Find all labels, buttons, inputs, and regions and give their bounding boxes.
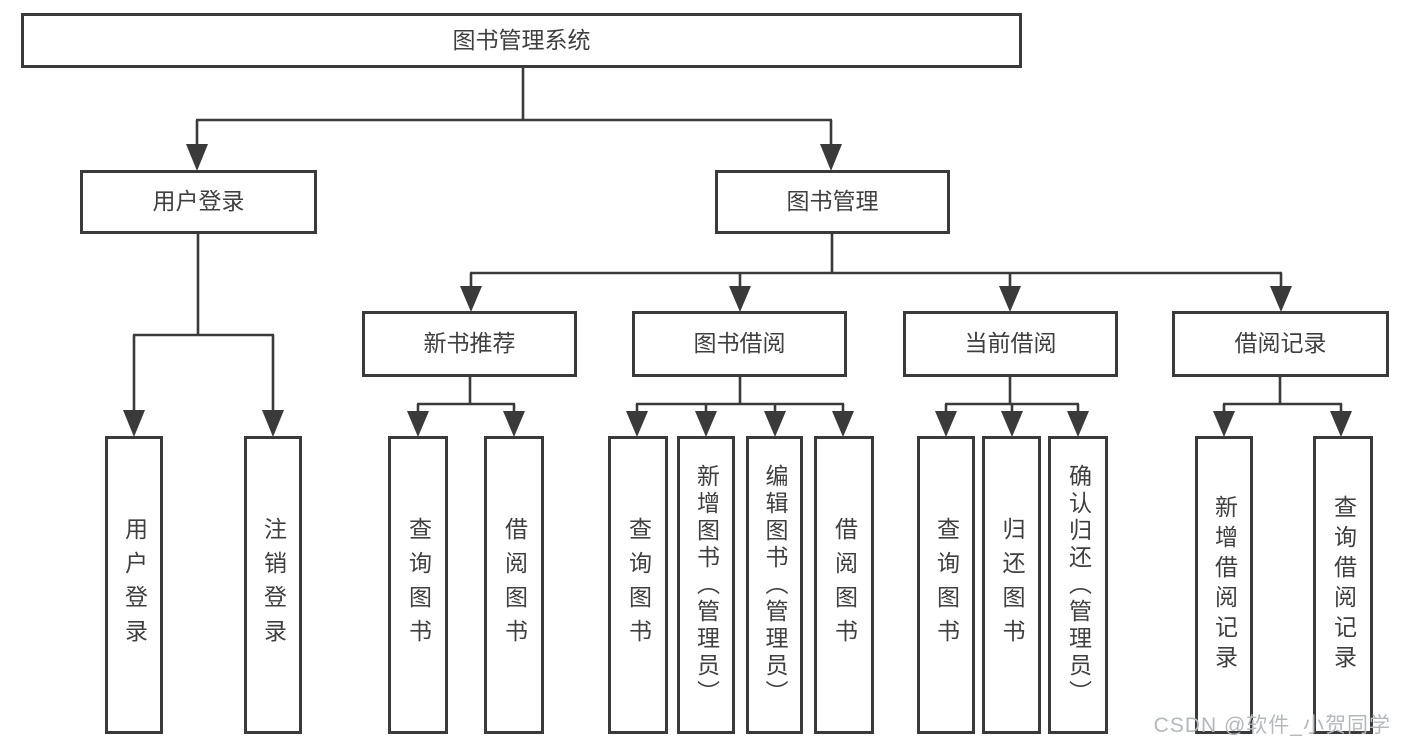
leaf-logout-label: 注销登录 xyxy=(260,517,287,653)
leaf-record-add-label: 新增借阅记录 xyxy=(1211,495,1238,675)
leaf-logout: 注销登录 xyxy=(244,436,302,734)
node-new-book: 新书推荐 xyxy=(362,311,577,377)
node-book-mgmt-label: 图书管理 xyxy=(786,188,879,215)
leaf-newbook-query: 查询图书 xyxy=(388,436,448,734)
edge-new-book-to-leaves xyxy=(407,377,525,437)
node-root: 图书管理系统 xyxy=(21,13,1022,68)
leaf-borrow-add-label: 新增图书（管理员） xyxy=(693,463,720,707)
leaf-current-query-label: 查询图书 xyxy=(933,517,960,653)
node-book-mgmt: 图书管理 xyxy=(715,170,950,234)
leaf-record-add: 新增借阅记录 xyxy=(1195,436,1253,734)
leaf-user-login: 用户登录 xyxy=(105,436,163,734)
leaf-newbook-borrow: 借阅图书 xyxy=(484,436,544,734)
node-book-borrow-label: 图书借阅 xyxy=(693,330,786,357)
node-user-login-label: 用户登录 xyxy=(152,188,245,215)
edge-borrow-record-to-leaves xyxy=(1213,377,1352,437)
leaf-newbook-borrow-label: 借阅图书 xyxy=(501,517,528,653)
leaf-current-confirm: 确认归还（管理员） xyxy=(1048,436,1108,734)
leaf-borrow-borrow-label: 借阅图书 xyxy=(831,517,858,653)
leaf-borrow-query-label: 查询图书 xyxy=(625,517,652,653)
edge-book-borrow-to-leaves xyxy=(626,377,854,437)
leaf-borrow-edit: 编辑图书（管理员） xyxy=(746,436,803,734)
leaf-current-return: 归还图书 xyxy=(982,436,1041,734)
leaf-newbook-query-label: 查询图书 xyxy=(405,517,432,653)
leaf-user-login-label: 用户登录 xyxy=(121,517,148,653)
csdn-watermark: CSDN @软件_小贺同学 xyxy=(1153,714,1391,737)
node-current-borrow-label: 当前借阅 xyxy=(964,330,1057,357)
leaf-borrow-borrow: 借阅图书 xyxy=(814,436,874,734)
leaf-record-query: 查询借阅记录 xyxy=(1313,436,1373,734)
node-root-label: 图书管理系统 xyxy=(452,26,591,53)
edge-current-borrow-to-leaves xyxy=(935,377,1089,437)
node-borrow-record: 借阅记录 xyxy=(1172,311,1389,377)
leaf-current-confirm-label: 确认归还（管理员） xyxy=(1065,463,1092,707)
node-new-book-label: 新书推荐 xyxy=(423,330,516,357)
node-borrow-record-label: 借阅记录 xyxy=(1234,330,1327,357)
leaf-record-query-label: 查询借阅记录 xyxy=(1330,495,1357,675)
leaf-current-query: 查询图书 xyxy=(917,436,975,734)
edge-user-login-to-leaves xyxy=(123,234,284,437)
node-user-login: 用户登录 xyxy=(80,170,317,234)
leaf-borrow-edit-label: 编辑图书（管理员） xyxy=(762,463,788,707)
node-book-borrow: 图书借阅 xyxy=(632,311,847,377)
leaf-borrow-add: 新增图书（管理员） xyxy=(677,436,735,734)
leaf-current-return-label: 归还图书 xyxy=(999,517,1025,653)
edge-root-to-level1 xyxy=(186,68,842,171)
node-current-borrow: 当前借阅 xyxy=(903,311,1118,377)
leaf-borrow-query: 查询图书 xyxy=(608,436,668,734)
edge-book-mgmt-to-level2 xyxy=(460,234,1292,312)
